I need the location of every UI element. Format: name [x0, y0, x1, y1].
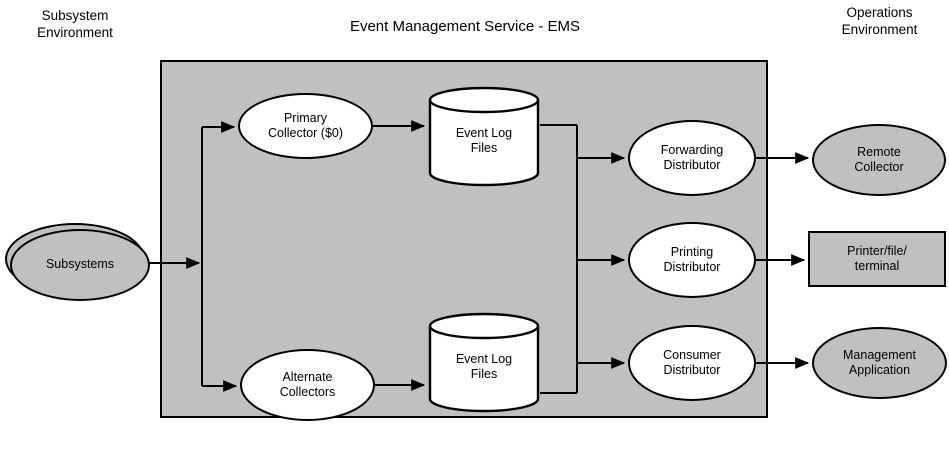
node-management-application: Management Application: [812, 327, 947, 399]
node-label: Event Log Files: [455, 126, 513, 156]
subsystems-ellipse: Subsystems: [10, 229, 150, 301]
node-remote-collector: Remote Collector: [812, 124, 946, 196]
node-event-log-files-top: Event Log Files: [428, 86, 540, 188]
node-label: Alternate Collectors: [279, 369, 336, 399]
database-cylinder-icon: [428, 312, 540, 413]
node-label: Printer/file/ terminal: [847, 243, 907, 273]
node-consumer-distributor: Consumer Distributor: [628, 325, 756, 401]
subsystem-environment-label: Subsystem Environment: [37, 8, 113, 40]
node-event-log-files-bottom: Event Log Files: [428, 312, 540, 414]
node-label: Management Application: [843, 347, 916, 377]
node-label: Forwarding Distributor: [660, 142, 724, 172]
diagram-title: Event Management Service - EMS: [349, 18, 581, 35]
node-printer-file-terminal: Printer/file/ terminal: [808, 231, 946, 287]
database-cylinder-icon: [428, 86, 540, 187]
operations-environment-label: Operations Environment: [841, 5, 918, 37]
node-label: Remote Collector: [854, 144, 904, 174]
node-printing-distributor: Printing Distributor: [628, 222, 756, 298]
node-label: Consumer Distributor: [663, 347, 721, 377]
node-label: Subsystems: [45, 257, 115, 272]
node-label: Event Log Files: [455, 352, 513, 382]
node-primary-collector: Primary Collector ($0): [238, 93, 373, 159]
node-label: Printing Distributor: [663, 244, 721, 274]
node-subsystems: Subsystems: [5, 223, 150, 301]
node-label: Primary Collector ($0): [267, 110, 344, 140]
node-alternate-collectors: Alternate Collectors: [240, 349, 375, 421]
node-forwarding-distributor: Forwarding Distributor: [628, 120, 756, 196]
